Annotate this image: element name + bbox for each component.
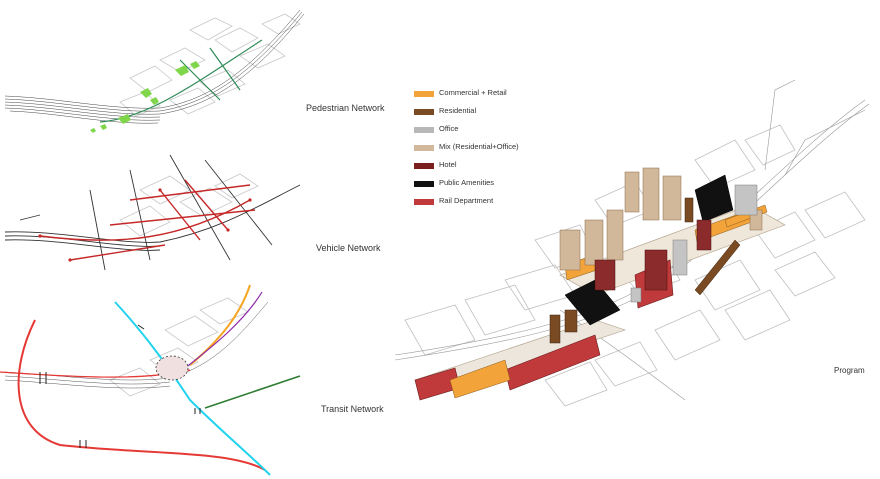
legend-swatch	[414, 91, 434, 97]
vehicle-network-diagram	[4, 154, 301, 271]
legend-swatch	[414, 109, 434, 115]
program-label: Program	[834, 366, 865, 375]
legend-label: Mix (Residential+Office)	[439, 142, 519, 151]
legend-swatch	[414, 145, 434, 151]
transit-network-diagram	[0, 284, 301, 476]
legend-label: Commercial + Retail	[439, 88, 507, 97]
transit-network-label: Transit Network	[321, 404, 384, 414]
legend-label: Office	[439, 124, 459, 133]
legend-label: Residential	[439, 106, 477, 115]
legend-swatch	[414, 127, 434, 133]
program-axonometric-diagram	[395, 80, 870, 407]
legend-swatch	[414, 181, 434, 187]
legend-label: Public Amenities	[439, 178, 495, 187]
legend-label: Hotel	[439, 160, 457, 169]
pedestrian-network-diagram	[4, 9, 305, 133]
legend-swatch	[414, 199, 434, 205]
legend-label: Rail Department	[439, 196, 494, 205]
pedestrian-network-label: Pedestrian Network	[306, 103, 385, 113]
vehicle-network-label: Vehicle Network	[316, 243, 381, 253]
legend-swatch	[414, 163, 434, 169]
